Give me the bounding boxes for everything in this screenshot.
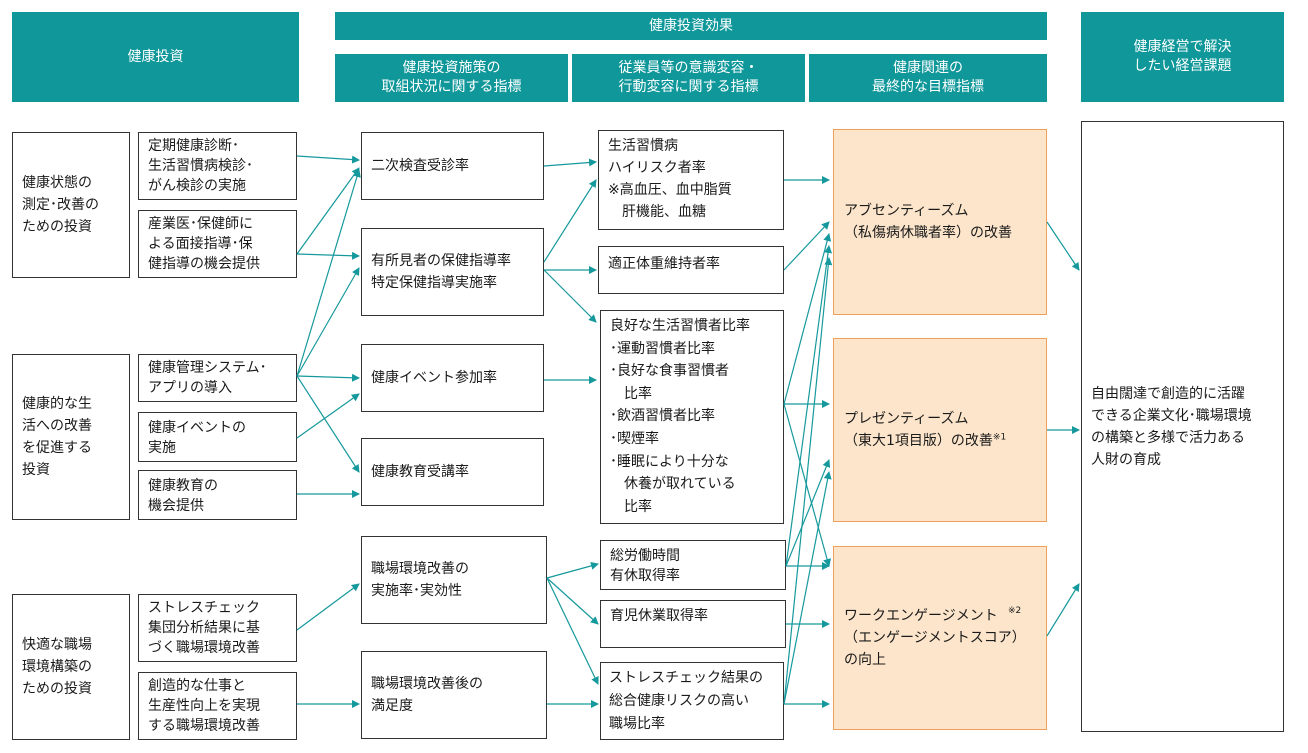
final-work-engagement-label: ワークエンゲージメント （エンゲージメントスコア） の向上※2 [844,606,1026,669]
investment-creative-workplace: 創造的な仕事と 生産性向上を実現 する職場環境改善 [138,672,297,740]
investment-health-system: 健康管理システム･ アプリの導入 [138,354,297,402]
indicator-lifestyle-disease-risk: 生活習慣病 ハイリスク者率 ※高血圧、血中脂質 肝機能、血糖 [598,130,784,230]
category-health-measurement: 健康状態の 測定･改善の ための投資 [12,132,130,278]
final-presenteeism: プレゼンティーズム （東大1項目版）の改善※1 [833,338,1047,522]
note-marker-1: ※1 [992,432,1007,443]
header-management-issues: 健康経営で解決 したい経営課題 [1081,12,1284,102]
investment-health-checkup: 定期健康診断･ 生活習慣病検診･ がん検診の実施 [138,132,297,200]
final-presenteeism-label: プレゼンティーズム （東大1項目版）の改善※1 [844,411,1007,449]
indicator-workplace-improvement-rate: 職場環境改善の 実施率･実効性 [361,536,547,624]
indicator-health-guidance-rate: 有所見者の保健指導率 特定保健指導実施率 [361,228,544,316]
category-healthy-lifestyle: 健康的な生 活への改善 を促進する 投資 [12,354,130,520]
indicator-stress-risk-workplace: ストレスチェック結果の 総合健康リスクの高い 職場比率 [600,662,784,740]
indicator-childcare-leave: 育児休業取得率 [600,600,786,648]
indicator-education-attendance: 健康教育受講率 [361,438,544,506]
header-policy-indicators: 健康投資施策の 取組状況に関する指標 [335,54,568,102]
final-absenteeism-label: アブセンティーズム （私傷病休職者率）の改善 [844,203,1012,241]
investment-health-events: 健康イベントの 実施 [138,412,297,462]
indicator-appropriate-weight: 適正体重維持者率 [598,246,784,294]
category-workplace-environment: 快適な職場 環境構築の ための投資 [12,594,130,740]
indicator-working-hours: 総労働時間 有休取得率 [600,540,786,590]
management-goal: 自由闊達で創造的に活躍 できる企業文化･職場環境 の構築と多様で活力ある 人財の… [1081,121,1284,732]
header-awareness-indicators: 従業員等の意識変容・ 行動変容に関する指標 [572,54,805,102]
final-absenteeism: アブセンティーズム （私傷病休職者率）の改善 [833,129,1047,315]
header-final-indicators: 健康関連の 最終的な目標指標 [809,54,1047,102]
investment-health-education: 健康教育の 機会提供 [138,470,297,520]
indicator-workplace-satisfaction: 職場環境改善後の 満足度 [361,651,547,739]
indicator-good-lifestyle: 良好な生活習慣者比率 ･運動習慣者比率 ･良好な食事習慣者 比率 ･飲酒習慣者比… [600,310,784,524]
header-health-investment: 健康投資 [12,12,299,102]
indicator-secondary-exam-rate: 二次検査受診率 [361,132,544,200]
header-investment-effect: 健康投資効果 [335,12,1047,40]
investment-stress-check-improvement: ストレスチェック 集団分析結果に基 づく職場環境改善 [138,594,297,662]
final-work-engagement: ワークエンゲージメント （エンゲージメントスコア） の向上※2 [833,546,1047,730]
indicator-event-participation: 健康イベント参加率 [361,344,544,412]
investment-health-guidance: 産業医･保健師に よる面接指導･保 健指導の機会提供 [138,210,297,278]
